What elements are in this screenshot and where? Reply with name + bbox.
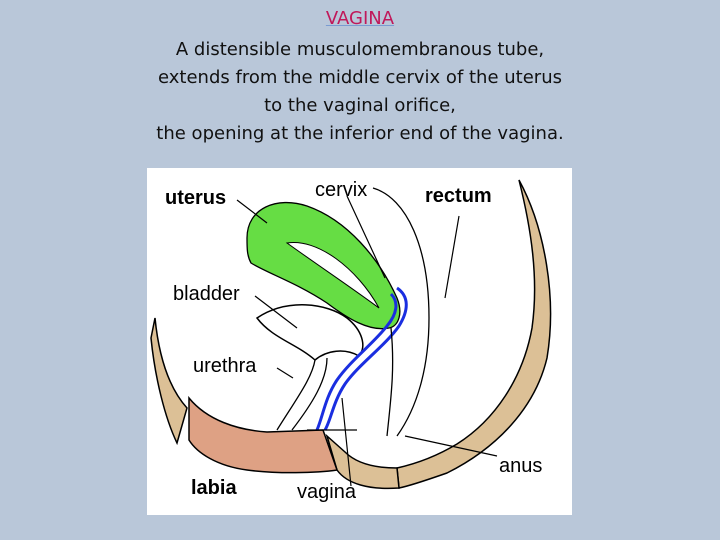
- anatomy-svg: uterus cervix rectum bladder urethra lab…: [147, 168, 572, 515]
- description-line: the opening at the inferior end of the v…: [0, 120, 720, 148]
- anatomy-diagram: uterus cervix rectum bladder urethra lab…: [147, 168, 572, 515]
- label-bladder: bladder: [173, 283, 240, 305]
- label-vagina: vagina: [297, 481, 357, 503]
- description: A distensible musculomembranous tube, ex…: [0, 36, 720, 148]
- label-rectum: rectum: [425, 185, 492, 207]
- pubis-region: [151, 318, 187, 443]
- description-line: extends from the middle cervix of the ut…: [0, 64, 720, 92]
- description-line: to the vaginal orifice,: [0, 92, 720, 120]
- label-uterus: uterus: [165, 187, 226, 209]
- label-cervix: cervix: [315, 179, 367, 201]
- page-title: VAGINA: [0, 8, 720, 30]
- sacrum-region: [397, 180, 551, 488]
- label-anus: anus: [499, 455, 542, 477]
- label-urethra: urethra: [193, 355, 257, 377]
- description-line: A distensible musculomembranous tube,: [0, 36, 720, 64]
- label-labia: labia: [191, 477, 237, 499]
- labia-region: [189, 398, 337, 473]
